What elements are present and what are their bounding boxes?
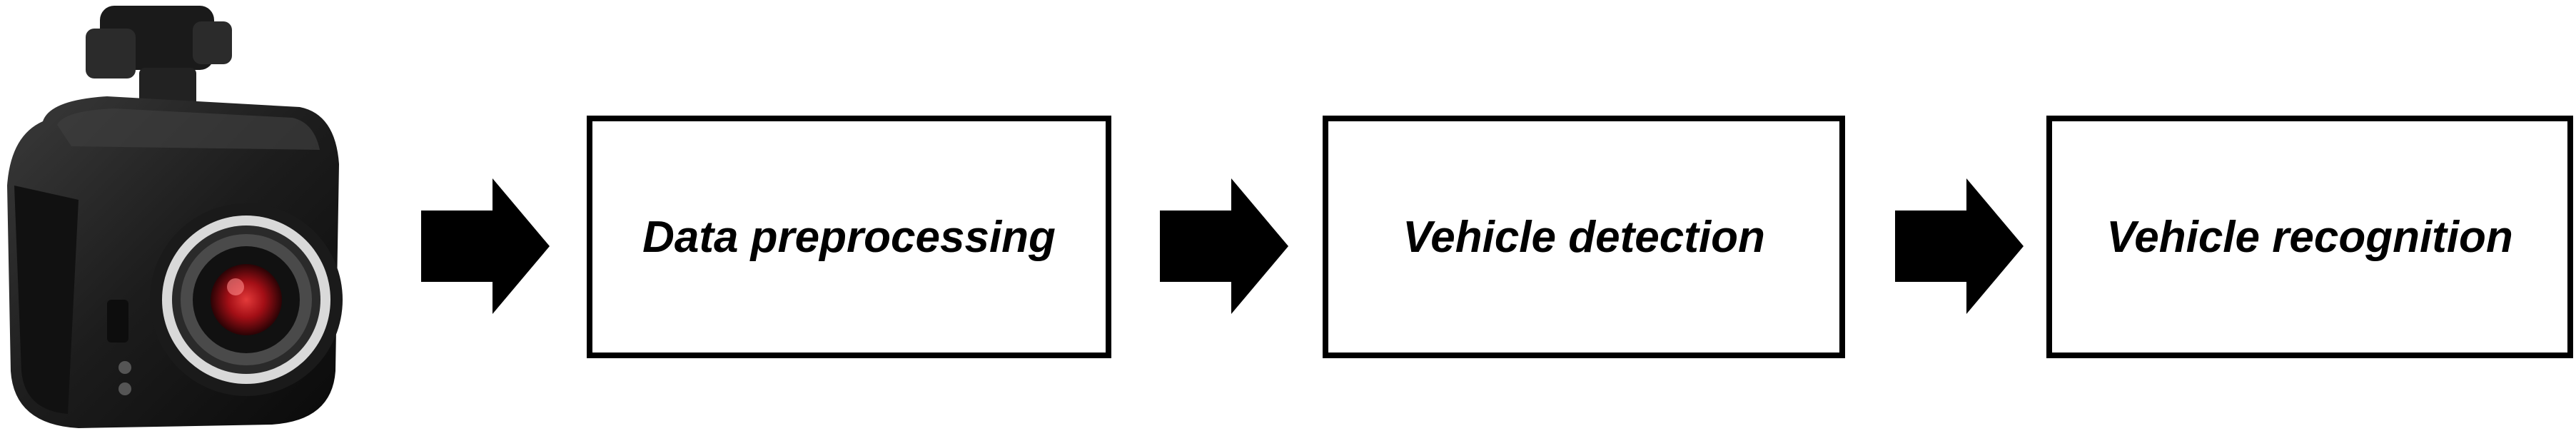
right-arrow-icon: [1160, 178, 1288, 314]
stage-label: Vehicle recognition: [2106, 212, 2513, 262]
stage-label: Vehicle detection: [1403, 212, 1765, 262]
stage-label: Data preprocessing: [642, 212, 1056, 262]
stage-box-vehicle-recognition: Vehicle recognition: [2046, 116, 2573, 358]
stage-box-vehicle-detection: Vehicle detection: [1323, 116, 1845, 358]
stage-box-data-preprocessing: Data preprocessing: [587, 116, 1111, 358]
dash-camera-icon: [7, 6, 343, 428]
right-arrow-icon: [1895, 178, 2024, 314]
right-arrow-icon: [421, 178, 550, 314]
